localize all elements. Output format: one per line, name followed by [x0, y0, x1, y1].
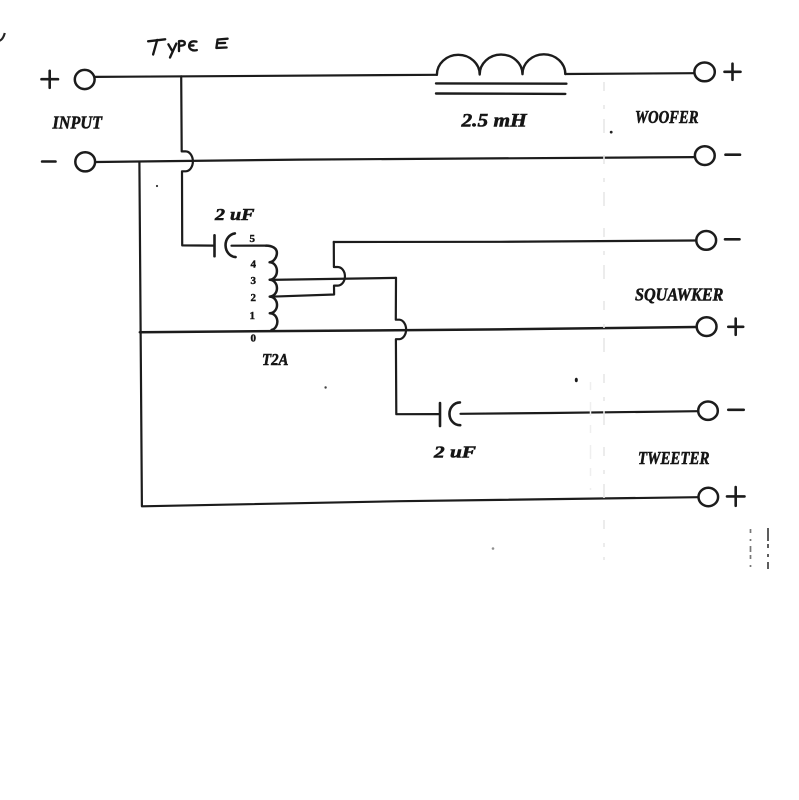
svg-text:4: 4: [251, 259, 257, 271]
svg-text:1: 1: [250, 310, 256, 322]
svg-text:3: 3: [251, 275, 257, 287]
svg-text:2: 2: [251, 292, 257, 304]
svg-text:INPUT: INPUT: [52, 112, 103, 132]
svg-text:5: 5: [250, 233, 256, 245]
svg-text:2 uF: 2 uF: [214, 205, 255, 224]
svg-text:2 uF: 2 uF: [433, 443, 476, 462]
svg-text:2.5 mH: 2.5 mH: [460, 111, 528, 132]
svg-text:TWEETER: TWEETER: [638, 448, 710, 468]
svg-text:0: 0: [251, 333, 257, 345]
svg-text:WOOFER: WOOFER: [635, 107, 699, 127]
svg-text:T2A: T2A: [262, 350, 289, 369]
svg-text:SQUAWKER: SQUAWKER: [635, 285, 723, 305]
